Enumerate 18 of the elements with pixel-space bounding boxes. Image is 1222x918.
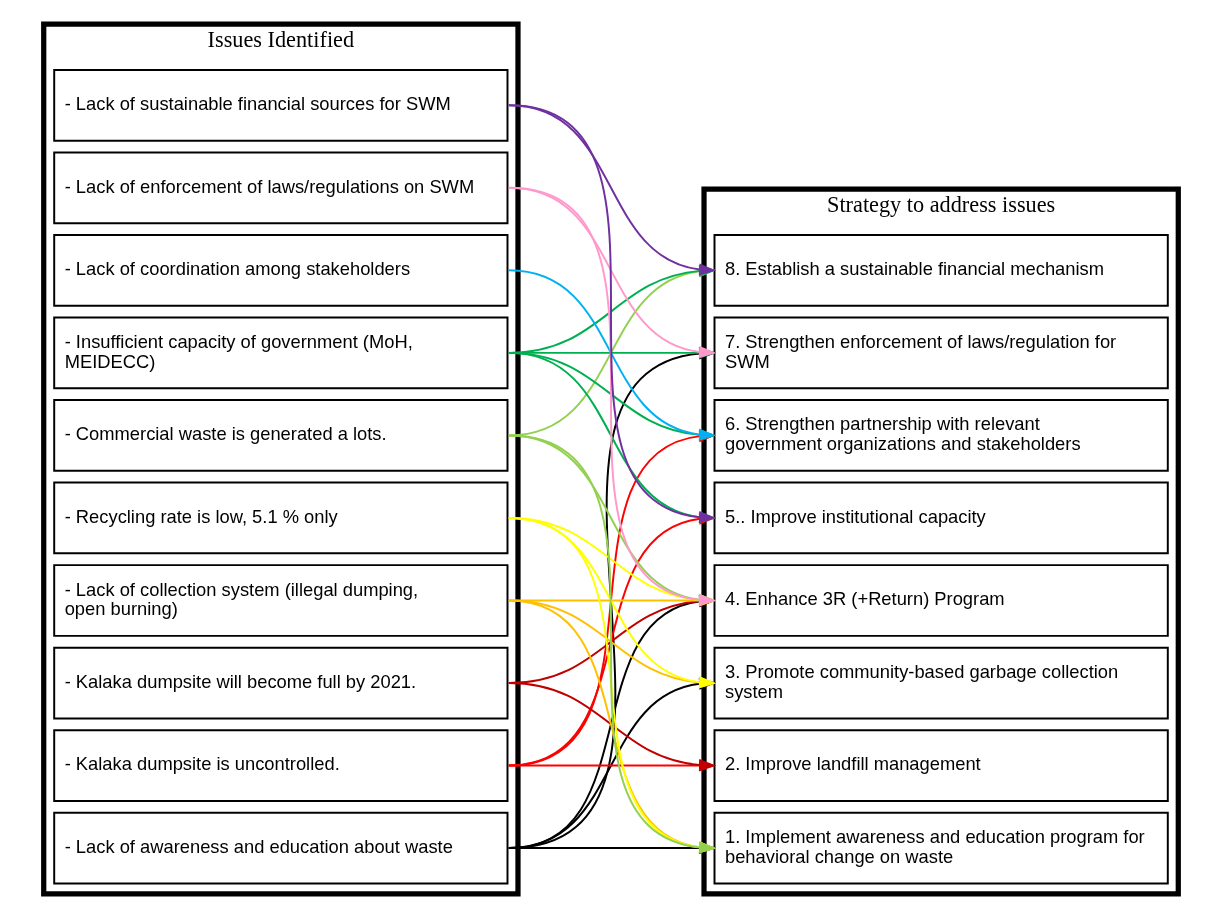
node-box: - Kalaka dumpsite will become full by 2021. — [53, 646, 509, 720]
node-box: - Lack of awareness and education about waste — [53, 811, 509, 885]
node-box: - Lack of enforcement of laws/regulations on SWM — [53, 151, 509, 225]
node-box: - Lack of collection system (illegal dumping, open burning) — [53, 564, 509, 637]
node-box: 5.. Improve institutional capacity — [713, 481, 1169, 555]
node-box: - Commercial waste is generated a lots. — [53, 399, 509, 472]
node-box: 1. Implement awareness and education program for behavioral change on waste — [713, 811, 1169, 885]
node-box: 8. Establish a sustainable financial mechanism — [713, 234, 1169, 307]
node-box: 2. Improve landfill management — [713, 729, 1169, 802]
node-box: 6. Strengthen partnership with relevant government organizations and stakeholders — [713, 399, 1169, 472]
node-box: - Recycling rate is low, 5.1 % only — [53, 481, 509, 555]
node-box: - Kalaka dumpsite is uncontrolled. — [53, 729, 509, 802]
node-box: - Insufficient capacity of government (MoH, MEIDECC) — [53, 316, 509, 390]
node-box: - Lack of sustainable financial sources for SWM — [53, 68, 509, 142]
node-box: 7. Strengthen enforcement of laws/regulation for SWM — [713, 316, 1169, 390]
node-box: 4. Enhance 3R (+Return) Program — [713, 564, 1169, 637]
node-box: - Lack of coordination among stakeholders — [53, 234, 509, 307]
node-box: 3. Promote community-based garbage collection system — [713, 646, 1169, 720]
